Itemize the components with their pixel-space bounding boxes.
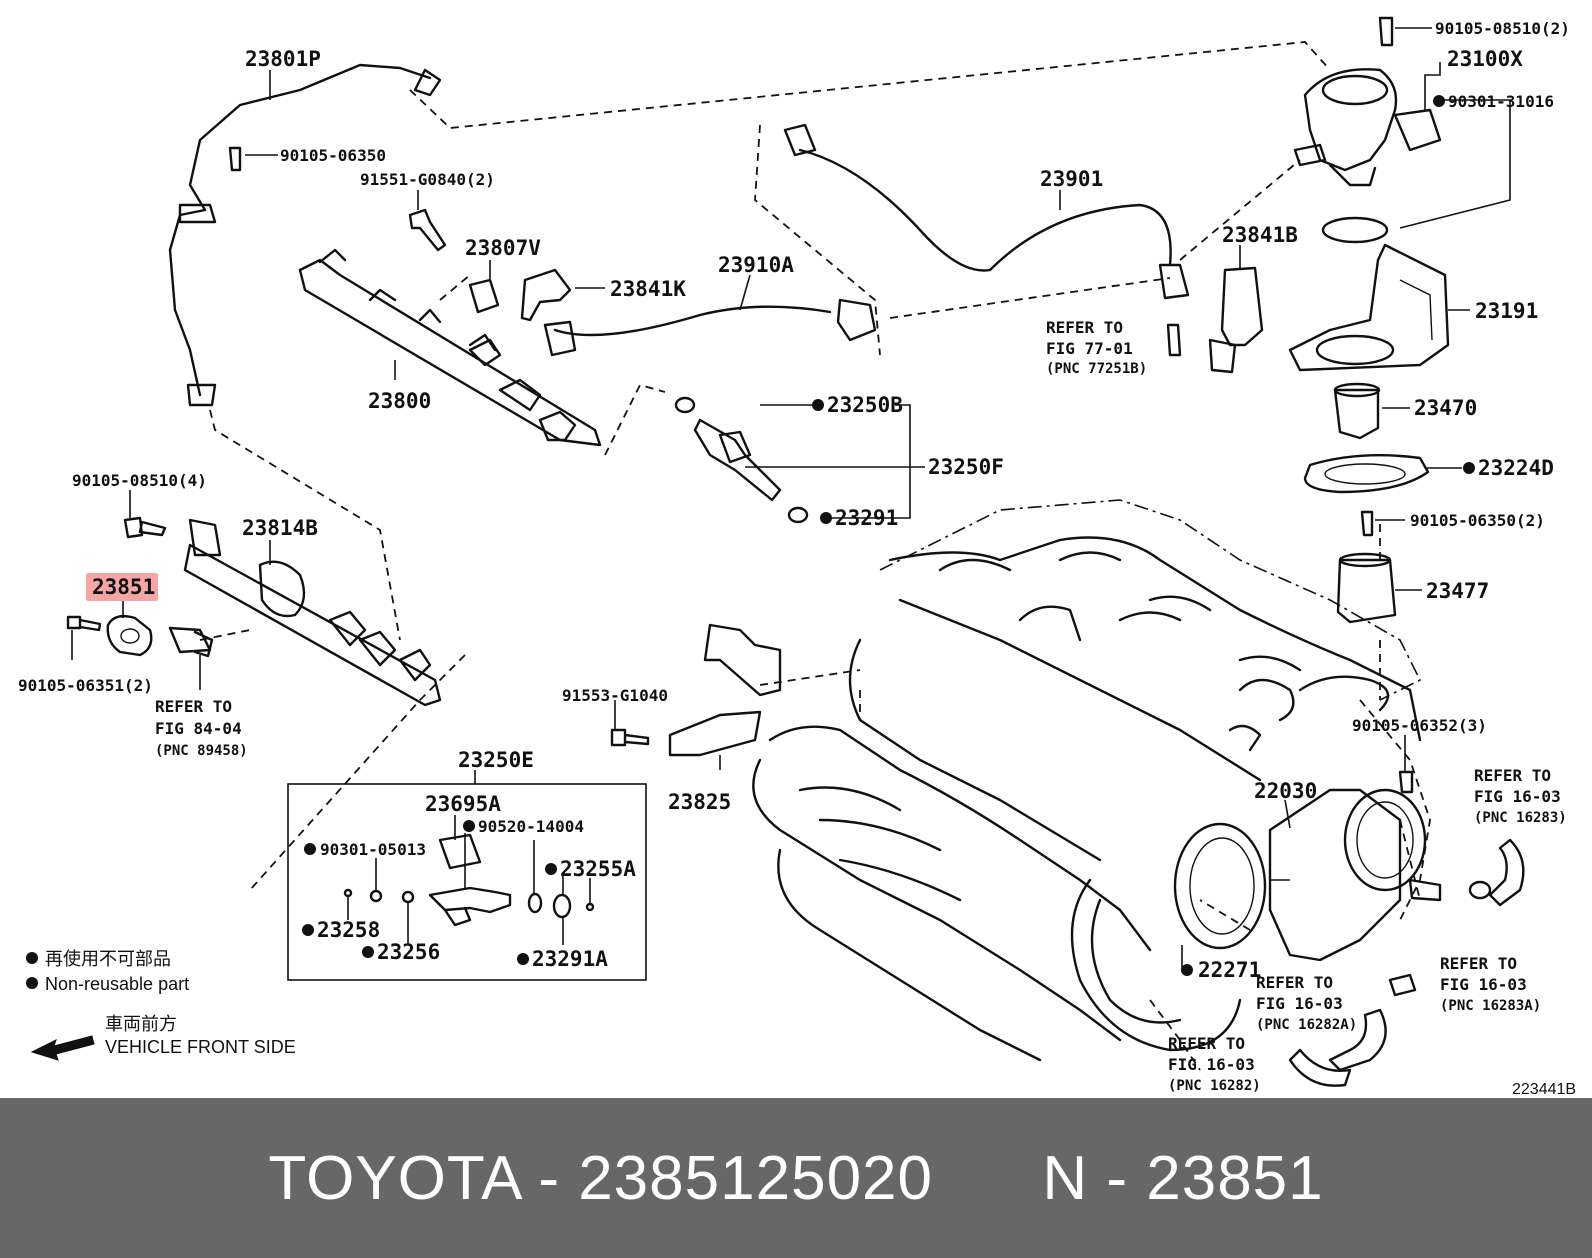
- refer-16282A-fig[interactable]: FIG 16-03: [1256, 994, 1343, 1013]
- bracket-23191: [1288, 243, 1450, 372]
- refer-16282-pnc: (PNC 16282): [1168, 1078, 1261, 1094]
- label-90301-05013[interactable]: 90301-05013: [320, 840, 426, 859]
- label-90105-08510-4[interactable]: 90105-08510(4): [72, 471, 207, 490]
- label-23291A[interactable]: 23291A: [532, 947, 608, 971]
- label-22030[interactable]: 22030: [1254, 779, 1317, 803]
- label-23477[interactable]: 23477: [1426, 579, 1489, 603]
- refer-16283-label: REFER TO: [1474, 766, 1551, 785]
- part-labels: 23801P 90105-06350 91551-G0840(2) 23807V…: [18, 19, 1570, 982]
- label-90105-06350-2[interactable]: 90105-06350(2): [1410, 511, 1545, 530]
- injector-kit-box: [287, 783, 647, 981]
- label-23841K[interactable]: 23841K: [610, 277, 686, 301]
- footer-bar: TOYOTA - 2385125020 N - 23851: [0, 1098, 1592, 1258]
- pump-lower-parts: [1303, 382, 1430, 624]
- label-23256[interactable]: 23256: [377, 940, 440, 964]
- label-23800[interactable]: 23800: [368, 389, 431, 413]
- coolant-hoses: [1288, 838, 1525, 1087]
- clamp-23841K: [520, 268, 572, 322]
- refer-16283A-pnc: (PNC 16283A): [1440, 998, 1541, 1014]
- label-91553-G1040[interactable]: 91553-G1040: [562, 686, 668, 705]
- label-23250F[interactable]: 23250F: [928, 455, 1004, 479]
- label-90105-08510-2[interactable]: 90105-08510(2): [1435, 19, 1570, 38]
- refer-16283-pnc: (PNC 16283): [1474, 810, 1567, 826]
- delivery-pipe-23814B: [123, 516, 442, 707]
- fuel-pump-23100X: [1293, 16, 1442, 244]
- label-23695A[interactable]: 23695A: [425, 792, 501, 816]
- label-23258[interactable]: 23258: [317, 918, 380, 942]
- legend-non-reusable-en: Non-reusable part: [45, 974, 189, 994]
- refer-84-fig[interactable]: FIG 84-04: [155, 719, 242, 738]
- refer-77-fig[interactable]: FIG 77-01: [1046, 339, 1133, 358]
- parts-diagram-svg: 23801P 90105-06350 91551-G0840(2) 23807V…: [18, 16, 1576, 1098]
- label-90105-06351[interactable]: 90105-06351(2): [18, 676, 153, 695]
- label-90301-31016[interactable]: 90301-31016: [1448, 92, 1554, 111]
- label-23255A[interactable]: 23255A: [560, 857, 636, 881]
- label-23807V[interactable]: 23807V: [465, 236, 541, 260]
- parts-diagram: 23801P 90105-06350 91551-G0840(2) 23807V…: [18, 16, 1577, 1098]
- refer-16283A-fig[interactable]: FIG 16-03: [1440, 975, 1527, 994]
- bolt-90105-06350: [228, 146, 242, 172]
- fuel-pipe-23801P: [168, 63, 442, 407]
- label-23841B[interactable]: 23841B: [1222, 223, 1298, 247]
- label-90105-06352[interactable]: 90105-06352(3): [1352, 716, 1487, 735]
- non-reusable-dots: [26, 95, 1475, 989]
- label-23901[interactable]: 23901: [1040, 167, 1103, 191]
- bolt-91551: [408, 208, 447, 252]
- label-90520-14004[interactable]: 90520-14004: [478, 817, 584, 836]
- collar-23807V: [468, 278, 500, 314]
- legend-front-en: VEHICLE FRONT SIDE: [105, 1037, 296, 1057]
- bracket-23825: [610, 623, 782, 757]
- label-23291[interactable]: 23291: [835, 506, 898, 530]
- label-23851[interactable]: 23851: [92, 575, 155, 599]
- throttle-body-22030: [1173, 770, 1442, 962]
- label-23825[interactable]: 23825: [668, 790, 731, 814]
- injector-23250F: [674, 396, 809, 524]
- highlight-23851: [86, 573, 158, 601]
- part-23851-graphic: [66, 614, 214, 658]
- vehicle-front-arrow-icon: [30, 1035, 95, 1061]
- refer-16282A-label: REFER TO: [1256, 973, 1333, 992]
- label-23470[interactable]: 23470: [1414, 396, 1477, 420]
- small-parts-top: [228, 146, 572, 322]
- refer-84-label: REFER TO: [155, 697, 232, 716]
- label-22271[interactable]: 22271: [1198, 958, 1261, 982]
- refer-16283A-label: REFER TO: [1440, 954, 1517, 973]
- label-23224D[interactable]: 23224D: [1478, 456, 1554, 480]
- refer-to-blocks: REFER TO FIG 77-01 (PNC 77251B) REFER TO…: [155, 318, 1567, 1094]
- refer-16282-label: REFER TO: [1168, 1034, 1245, 1053]
- refer-84-pnc: (PNC 89458): [155, 743, 248, 759]
- label-23191[interactable]: 23191: [1475, 299, 1538, 323]
- refer-16282A-pnc: (PNC 16282A): [1256, 1017, 1357, 1033]
- label-23250B[interactable]: 23250B: [827, 393, 903, 417]
- refer-77-pnc: (PNC 77251B): [1046, 361, 1147, 377]
- refer-77-label: REFER TO: [1046, 318, 1123, 337]
- leader-lines: [71, 27, 1511, 970]
- label-91551-G0840[interactable]: 91551-G0840(2): [360, 170, 495, 189]
- fuel-hoses: [543, 123, 1190, 357]
- delivery-pipe-23800: [298, 248, 602, 447]
- legend: 再使用不可部品 Non-reusable part 車両前方 VEHICLE F…: [30, 949, 296, 1061]
- figure-id: 223441B: [1512, 1081, 1576, 1098]
- legend-non-reusable-jp: 再使用不可部品: [45, 949, 171, 969]
- label-23100X[interactable]: 23100X: [1447, 47, 1523, 71]
- refer-16283-fig[interactable]: FIG 16-03: [1474, 787, 1561, 806]
- clamp-23841B: [1166, 266, 1264, 374]
- label-23250E[interactable]: 23250E: [458, 748, 534, 772]
- label-90105-06350[interactable]: 90105-06350: [280, 146, 386, 165]
- refer-16282-fig[interactable]: FIG 16-03: [1168, 1055, 1255, 1074]
- assembly-dash-lines: [199, 41, 1421, 931]
- label-23910A[interactable]: 23910A: [718, 253, 794, 277]
- label-23801P[interactable]: 23801P: [245, 47, 321, 71]
- legend-front-jp: 車両前方: [105, 1014, 177, 1034]
- footer-title: TOYOTA - 2385125020 N - 23851: [268, 1143, 1324, 1213]
- label-23814B[interactable]: 23814B: [242, 516, 318, 540]
- engine-block-outline: [752, 499, 1431, 1071]
